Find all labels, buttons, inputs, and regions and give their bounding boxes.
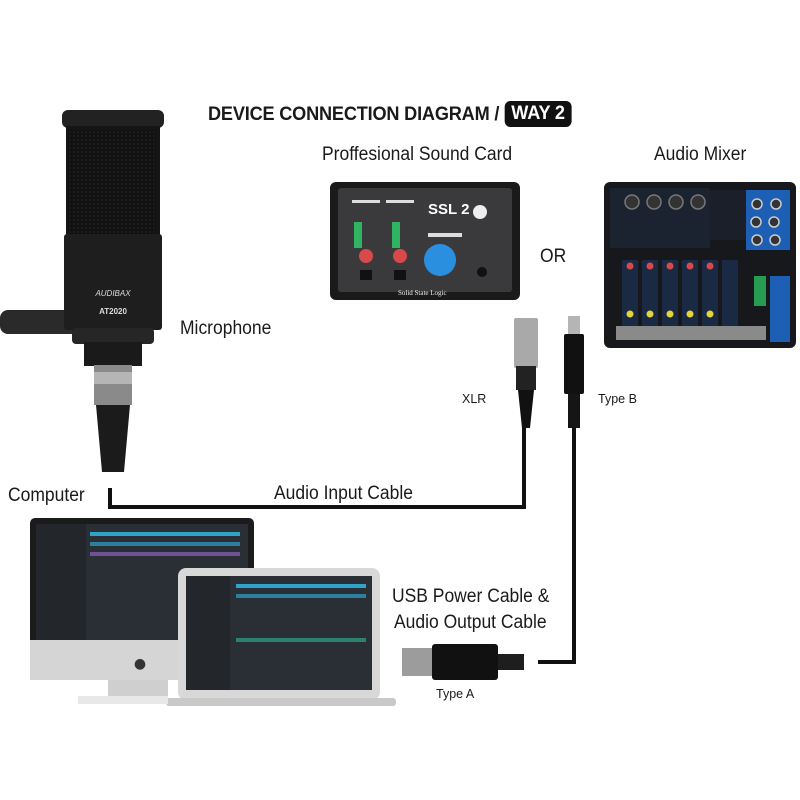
audio-input-cable-label: Audio Input Cable xyxy=(274,483,413,504)
usb-cable-line-horizontal xyxy=(538,660,576,664)
mixer-label: Audio Mixer xyxy=(654,144,747,165)
microphone-image: AUDIBAX AT2020 xyxy=(0,110,164,472)
computer-label: Computer xyxy=(8,485,85,506)
or-label: OR xyxy=(540,246,567,267)
way-badge: WAY 2 xyxy=(504,101,572,127)
diagram-title: DEVICE CONNECTION DIAGRAM / WAY 2 xyxy=(208,101,572,127)
type-a-label: Type A xyxy=(436,687,475,701)
mic-stand-arm xyxy=(0,310,80,334)
volume-knob xyxy=(424,244,456,276)
apple-logo-icon: ● xyxy=(134,656,146,672)
xlr-and-typeb-connectors xyxy=(514,316,584,428)
mic-grille xyxy=(70,130,156,234)
type-b-connector xyxy=(568,316,580,336)
xlr-connector xyxy=(514,318,538,368)
usb-cable-line-vertical xyxy=(572,428,576,664)
computer-image: ● xyxy=(30,518,396,706)
sound-card-brand: SSL 2 xyxy=(428,201,469,218)
type-b-label: Type B xyxy=(598,392,637,406)
audio-cable-line-left xyxy=(108,488,112,508)
sound-card-label: Proffesional Sound Card xyxy=(322,144,513,165)
mixer-image xyxy=(604,182,796,348)
mic-model: AT2020 xyxy=(99,307,127,316)
audio-cable-line-bottom xyxy=(108,505,526,509)
usb-cable-label-line2: Audio Output Cable xyxy=(394,612,547,633)
sound-card-image: SSL 2 Solid State Logic xyxy=(330,182,520,300)
microphone-label: Microphone xyxy=(180,318,272,339)
xlr-label: XLR xyxy=(462,392,487,406)
usb-cable-label-line1: USB Power Cable & xyxy=(392,586,550,607)
mic-xlr-plug xyxy=(96,405,130,472)
sound-card-maker: Solid State Logic xyxy=(398,289,447,297)
type-a-usb-plug xyxy=(402,644,524,680)
audio-cable-line-right xyxy=(522,428,526,509)
mic-brand: AUDIBAX xyxy=(94,289,131,298)
title-text: DEVICE CONNECTION DIAGRAM / xyxy=(208,102,500,125)
